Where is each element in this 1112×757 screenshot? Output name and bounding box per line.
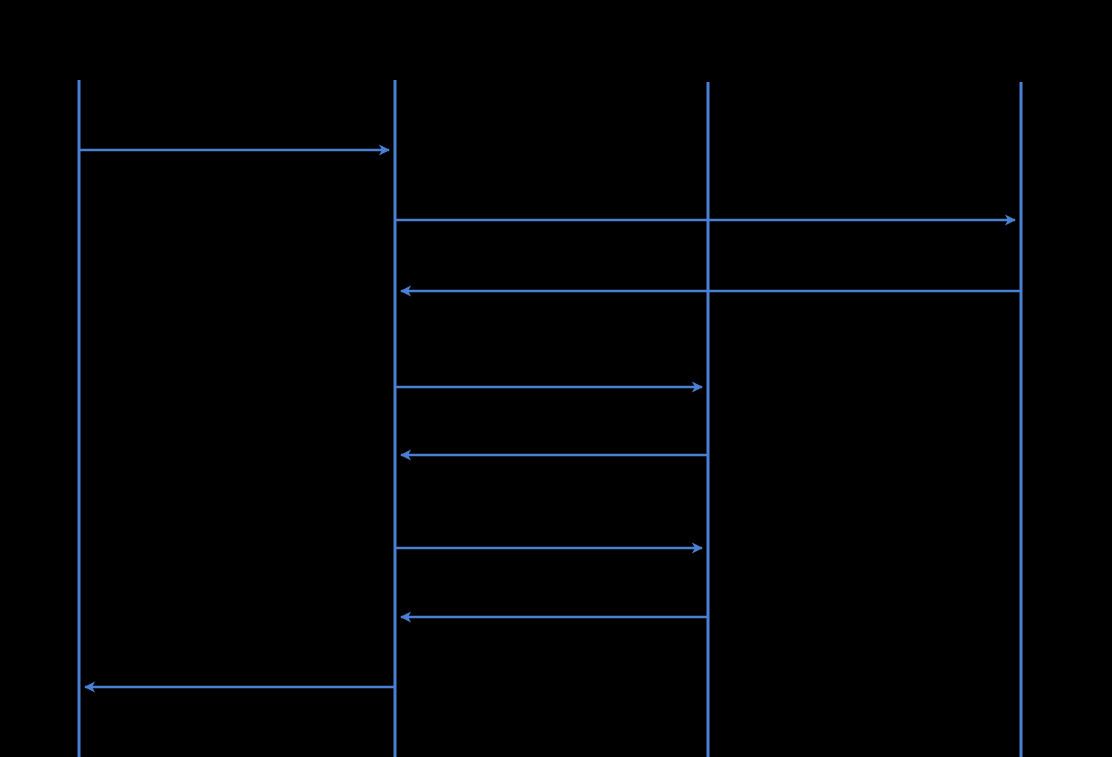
lifelines-group <box>77 80 1023 757</box>
messages-group <box>79 144 1021 693</box>
